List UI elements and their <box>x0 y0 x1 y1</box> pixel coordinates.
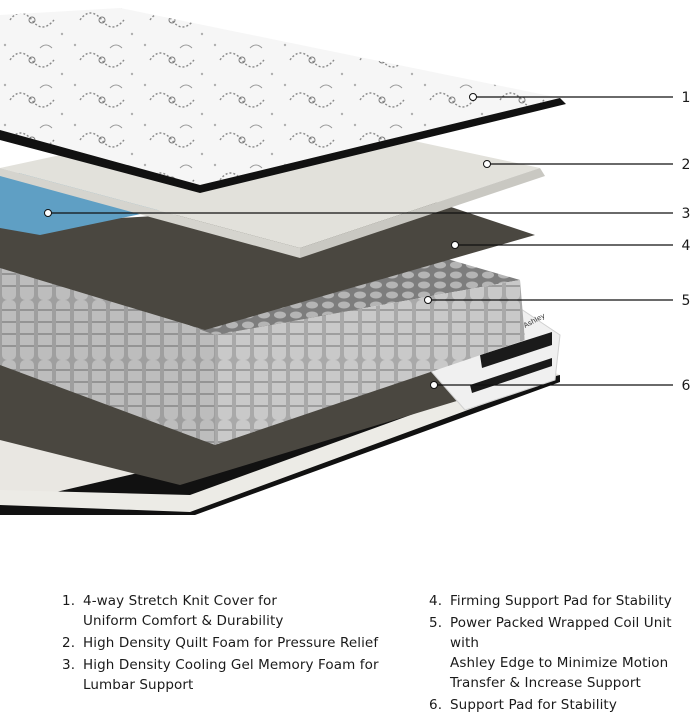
callout-number: 5 <box>682 293 691 309</box>
legend-item-6: 6. Support Pad for Stability <box>429 695 700 715</box>
legend-line: 4-way Stretch Knit Cover for <box>83 593 277 609</box>
legend-text: High Density Cooling Gel Memory Foam for… <box>83 655 392 695</box>
legend-line: Lumbar Support <box>83 677 194 693</box>
legend-left-column: 1. 4-way Stretch Knit Cover for Uniform … <box>62 591 392 697</box>
legend-item-5: 5. Power Packed Wrapped Coil Unit with A… <box>429 613 700 693</box>
callout-number: 4 <box>682 238 691 254</box>
legend-text: High Density Quilt Foam for Pressure Rel… <box>83 633 392 653</box>
callout-6: 6 <box>430 378 691 394</box>
legend-text: 4-way Stretch Knit Cover for Uniform Com… <box>83 591 392 631</box>
legend-line: Ashley Edge to Minimize Motion <box>450 655 669 671</box>
legend-item-1: 1. 4-way Stretch Knit Cover for Uniform … <box>62 591 392 631</box>
legend-line: Transfer & Increase Support <box>450 675 641 691</box>
callout-1: 1 <box>469 90 691 106</box>
callout-5: 5 <box>424 293 691 309</box>
legend-line: Firming Support Pad for Stability <box>450 593 672 609</box>
callout-number: 6 <box>682 378 691 394</box>
legend-right-column: 4. Firming Support Pad for Stability 5. … <box>429 591 700 717</box>
legend-item-4: 4. Firming Support Pad for Stability <box>429 591 700 611</box>
legend-line: Power Packed Wrapped Coil Unit with <box>450 615 672 651</box>
callout-2: 2 <box>483 157 691 173</box>
legend-line: High Density Quilt Foam for Pressure Rel… <box>83 635 379 651</box>
callout-number: 3 <box>682 206 691 222</box>
legend-number: 2. <box>62 635 76 651</box>
mattress-layers-illustration: Ashley 1 2 3 4 <box>0 8 691 515</box>
legend-number: 3. <box>62 657 76 673</box>
legend-line: Uniform Comfort & Durability <box>83 613 284 629</box>
legend-number: 1. <box>62 593 76 609</box>
legend-number: 4. <box>429 593 443 609</box>
legend-line: High Density Cooling Gel Memory Foam for <box>83 657 379 673</box>
knit-cover-layer <box>0 8 566 193</box>
legend-text: Firming Support Pad for Stability <box>450 591 700 611</box>
callout-number: 2 <box>682 157 691 173</box>
callout-3: 3 <box>44 206 691 222</box>
callout-number: 1 <box>682 90 691 106</box>
legend-number: 6. <box>429 697 443 713</box>
legend-text: Support Pad for Stability <box>450 695 700 715</box>
legend-text: Power Packed Wrapped Coil Unit with Ashl… <box>450 613 700 693</box>
callout-4: 4 <box>451 238 691 254</box>
firming-pad-layer <box>0 200 535 330</box>
legend-item-3: 3. High Density Cooling Gel Memory Foam … <box>62 655 392 695</box>
legend-line: Support Pad for Stability <box>450 697 617 713</box>
legend-item-2: 2. High Density Quilt Foam for Pressure … <box>62 633 392 653</box>
legend-number: 5. <box>429 615 443 631</box>
